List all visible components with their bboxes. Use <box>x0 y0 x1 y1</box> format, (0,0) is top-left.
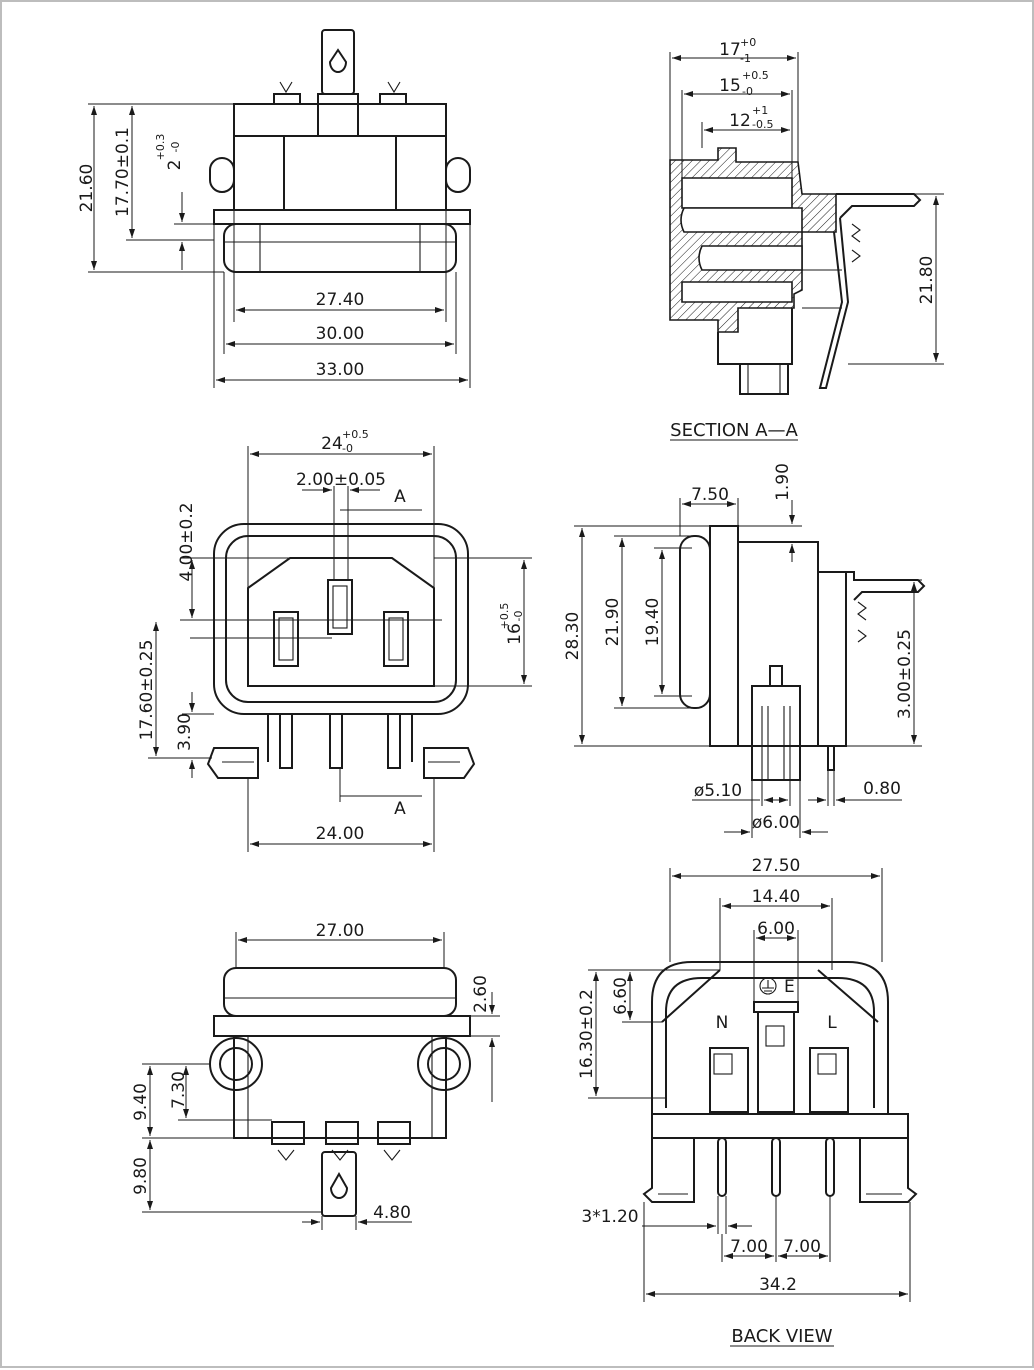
back-inner-width-label: 14.40 <box>752 887 801 907</box>
pin-dia-label: 3*1.20 <box>581 1207 638 1227</box>
side-overall-height-label: 28.30 <box>563 612 583 661</box>
section-d1-tol-upper: +0 <box>740 36 756 49</box>
front-height-tol-lower: -0 <box>512 611 525 622</box>
width-mid-label: 30.00 <box>316 324 365 344</box>
flange-thickness-label: 2 <box>165 160 185 171</box>
inner-height-label: 19.40 <box>643 598 663 647</box>
pitch-left-label: 7.00 <box>730 1237 768 1257</box>
back-view-title: BACK VIEW <box>731 1326 832 1347</box>
side-view: 7.50 1.90 28.30 21.90 19.40 3.00±0.25 0.… <box>563 463 926 838</box>
front-height-tol-upper: +0.5 <box>498 603 511 630</box>
body-height-label: 17.70±0.1 <box>113 127 133 217</box>
section-d3-tol-lower: -0.5 <box>752 118 773 131</box>
neutral-label: N <box>716 1013 729 1033</box>
live-label: L <box>827 1013 837 1033</box>
section-view: 17 +0 -1 15 +0.5 -0 12 +1 -0.5 21.80 SEC… <box>669 36 944 441</box>
front-view: 24 +0.5 -0 2.00±0.05 A 4.00±0.2 16 +0.5 … <box>137 428 532 852</box>
flange-label: 2.60 <box>471 975 491 1013</box>
width-outer-label: 33.00 <box>316 360 365 380</box>
flange-tol-lower: -0 <box>169 142 182 153</box>
bottom-offset-label: 3.90 <box>175 713 195 751</box>
front-width-tol-upper: +0.5 <box>342 428 369 441</box>
back-overall-width-label: 27.50 <box>752 856 801 876</box>
section-height-label: 21.80 <box>917 256 937 305</box>
pin-span-label: 24.00 <box>316 824 365 844</box>
bottom-view: 27.00 2.60 9.40 7.30 9.80 4.80 <box>131 921 500 1230</box>
section-d3-label: 12 <box>729 111 751 131</box>
flange-tol-upper: +0.3 <box>154 134 167 161</box>
front-height-label: 16 <box>505 623 525 645</box>
top-offset-label: 4.00±0.2 <box>177 502 197 581</box>
upper-height-label: 6.60 <box>611 977 631 1015</box>
top-gap-label: 1.90 <box>773 463 793 501</box>
front-width-tol-lower: -0 <box>342 442 353 455</box>
section-d1-label: 17 <box>719 40 741 60</box>
center-height-label: 17.60±0.25 <box>137 640 157 741</box>
tab-width-label: 4.80 <box>373 1203 411 1223</box>
bottom-width-label: 27.00 <box>316 921 365 941</box>
pin-height-label: 3.00±0.25 <box>895 629 915 719</box>
back-view: E N L 27.50 14.40 6.00 6.60 16.30±0.2 <box>577 856 918 1347</box>
section-d2-tol-lower: -0 <box>742 85 753 98</box>
section-d2-tol-upper: +0.5 <box>742 69 769 82</box>
earth-label: E <box>784 977 795 997</box>
pin-width-label: 2.00±0.05 <box>296 470 386 490</box>
front-width-label: 24 <box>321 434 343 454</box>
tab-length-label: 9.80 <box>131 1157 151 1195</box>
width-inner-label: 27.40 <box>316 290 365 310</box>
pin-thickness-label: 0.80 <box>863 779 901 799</box>
pitch-right-label: 7.00 <box>783 1237 821 1257</box>
body-height-label: 16.30±0.2 <box>577 989 597 1079</box>
overall-height-label: 21.60 <box>77 164 97 213</box>
row-pitch-label: 9.40 <box>131 1083 151 1121</box>
section-d1-tol-lower: -1 <box>740 52 751 65</box>
top-view: 21.60 17.70±0.1 2 +0.3 -0 27.40 30.00 33… <box>77 29 471 388</box>
section-d3-tol-upper: +1 <box>752 104 768 117</box>
mount-offset-label: 7.30 <box>169 1071 189 1109</box>
section-mark-bottom: A <box>394 799 406 819</box>
side-body-height-label: 21.90 <box>603 598 623 647</box>
section-d2-label: 15 <box>719 76 741 96</box>
base-width-label: 34.2 <box>759 1275 797 1295</box>
earth-width-label: 6.00 <box>757 919 795 939</box>
flange-depth-label: 7.50 <box>691 485 729 505</box>
section-mark-top: A <box>394 487 406 507</box>
hole-dia-label: ø5.10 <box>694 781 742 801</box>
section-title: SECTION A—A <box>670 420 798 441</box>
post-dia-label: ø6.00 <box>752 813 800 833</box>
